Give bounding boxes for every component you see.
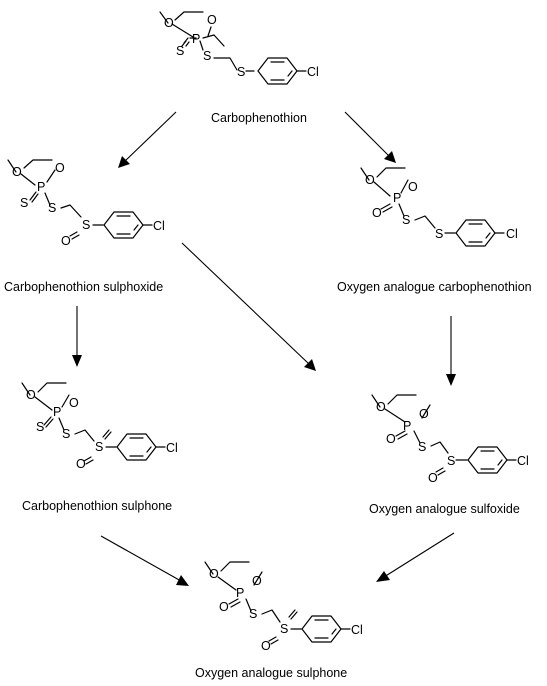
atom-o2: O: [69, 396, 79, 410]
caption-oxygen-analogue-sulfoxide: Oxygen analogue sulfoxide: [369, 502, 520, 516]
atom-o2: O: [419, 407, 429, 421]
structure-carbophenothion: O O P S S S Cl Carbophenothion: [159, 11, 319, 125]
arrow-sulphoxide-to-sulphone: [72, 306, 82, 367]
structure-oxygen-analogue-sulphone: O O P O S S O Cl Oxygen analogue sulphon…: [195, 561, 363, 680]
atom-o1: O: [376, 400, 386, 414]
atom-o1: O: [12, 165, 22, 179]
caption-carbophenothion-sulphone: Carbophenothion sulphone: [22, 499, 172, 513]
caption-carbophenothion: Carbophenothion: [211, 111, 307, 125]
atom-s-aryl: S: [237, 65, 245, 79]
atom-cl: Cl: [166, 441, 178, 455]
atom-o-sulf: O: [76, 457, 86, 471]
atom-s-thio: S: [203, 49, 211, 63]
arrow-carbophenothion-to-oxygen-analogue: [344, 111, 396, 163]
atom-s-thio: S: [418, 440, 426, 454]
caption-oxygen-analogue-carbophenothion: Oxygen analogue carbophenothion: [337, 280, 532, 294]
atom-o2: O: [408, 180, 418, 194]
atom-s-aryl: S: [435, 227, 443, 241]
atom-o-oxo: O: [386, 432, 396, 446]
structure-carbophenothion-sulphone: O O P S S S O Cl Carbophenothion sulphon…: [21, 382, 178, 513]
atom-o1: O: [365, 173, 375, 187]
arrow-carbophenothion-to-sulphoxide: [118, 111, 177, 168]
atom-s-aryl: S: [447, 454, 455, 468]
caption-oxygen-analogue-sulphone: Oxygen analogue sulphone: [195, 666, 347, 680]
atom-s-thiono: S: [176, 44, 184, 58]
atom-s-thio: S: [48, 201, 56, 215]
atom-cl: Cl: [506, 227, 518, 241]
atom-p: P: [403, 419, 411, 433]
atom-o1: O: [209, 567, 219, 581]
atom-o-sulf: O: [61, 234, 71, 248]
arrow-sulfoxide-to-oxygen-analogue-sulphone: [376, 532, 455, 582]
arrow-sulphone-to-oxygen-analogue-sulphone: [100, 535, 189, 586]
atom-o1: O: [26, 388, 36, 402]
atom-o2: O: [55, 161, 65, 175]
atom-o-oxo: O: [219, 600, 229, 614]
atom-o2: O: [252, 574, 262, 588]
atom-s-thio: S: [402, 213, 410, 227]
atom-o1: O: [164, 16, 174, 30]
atom-s-thiono: S: [20, 196, 28, 210]
atom-o2: O: [207, 13, 217, 27]
caption-carbophenothion-sulphoxide: Carbophenothion sulphoxide: [4, 280, 163, 294]
atom-o-oxo: O: [372, 206, 382, 220]
atom-p: P: [393, 191, 401, 205]
atom-p: P: [192, 32, 200, 46]
atom-p: P: [53, 405, 61, 419]
arrow-oxygen-analogue-to-sulfoxide: [446, 316, 456, 386]
atom-s-aryl: S: [280, 622, 288, 636]
atom-o-sulf: O: [428, 471, 438, 485]
atom-s-thio: S: [62, 427, 70, 441]
atom-s-aryl: S: [82, 218, 90, 232]
atom-o-sulf: O: [261, 639, 271, 653]
atom-cl: Cl: [307, 65, 319, 79]
structure-oxygen-analogue-carbophenothion: O O P O S S Cl Oxygen analogue carbophen…: [337, 167, 532, 294]
atom-cl: Cl: [517, 454, 529, 468]
atom-cl: Cl: [153, 219, 165, 233]
structure-oxygen-analogue-sulfoxide: O O P O S S O Cl Oxygen analogue sulfoxi…: [369, 394, 529, 516]
arrow-sulphoxide-to-oxygen-analogue-sulfoxide: [181, 242, 316, 371]
atom-p: P: [236, 586, 244, 600]
atom-s-thiono: S: [36, 420, 44, 434]
atom-cl: Cl: [351, 623, 363, 637]
atom-s-thio: S: [249, 607, 257, 621]
atom-s-aryl: S: [95, 440, 103, 454]
structure-carbophenothion-sulphoxide: O O P S S S O Cl Carbophenothion sulphox…: [4, 159, 165, 294]
atom-p: P: [37, 180, 45, 194]
